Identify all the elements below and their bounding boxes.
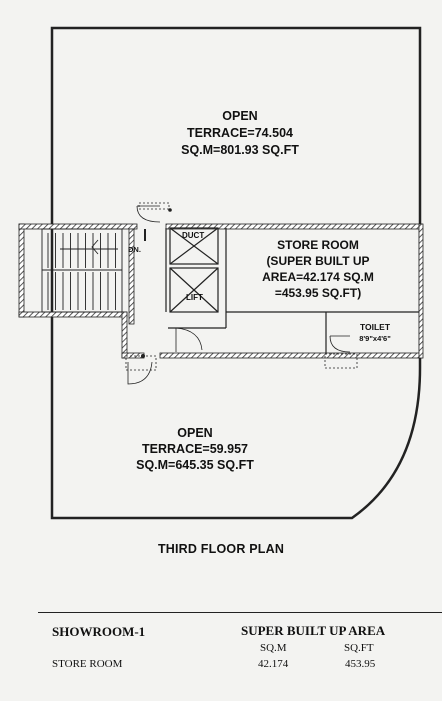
lobby-walls xyxy=(165,228,419,353)
lift-shaft xyxy=(169,267,219,313)
plan-title: THIRD FLOOR PLAN xyxy=(157,542,285,556)
floor-plan-drawing: DN. DUCT LIFT OPEN TERRACE=74.504 SQ.M= xyxy=(18,26,424,520)
toilet-label: TOILET 8'9"x4'6" xyxy=(359,322,391,343)
terrace-boundary xyxy=(50,26,422,520)
table-divider xyxy=(38,612,442,613)
table-row-sqft: 453.95 xyxy=(345,658,376,670)
store-room-label: STORE ROOM (SUPER BUILT UP AREA=42.174 S… xyxy=(262,238,374,300)
stair-dn-label: DN. xyxy=(128,245,141,254)
open-terrace-bottom-label: OPEN TERRACE=59.957 SQ.M=645.35 SQ.FT xyxy=(136,426,254,472)
table-row-sqm: 42.174 xyxy=(258,658,289,670)
super-built-up-area-heading: SUPER BUILT UP AREA xyxy=(241,623,386,638)
svg-text:SQ.M=801.93 SQ.FT: SQ.M=801.93 SQ.FT xyxy=(181,143,299,157)
door-swings xyxy=(125,202,358,385)
showroom-heading: SHOWROOM-1 xyxy=(52,624,146,639)
svg-text:OPEN: OPEN xyxy=(222,109,257,123)
svg-text:8'9"x4'6": 8'9"x4'6" xyxy=(359,334,391,343)
svg-text:SQ.M=645.35 SQ.FT: SQ.M=645.35 SQ.FT xyxy=(136,458,254,472)
core-walls xyxy=(18,223,424,359)
column-header-sqm: SQ.M xyxy=(260,642,287,654)
svg-text:OPEN: OPEN xyxy=(177,426,212,440)
svg-text:TERRACE=59.957: TERRACE=59.957 xyxy=(142,442,248,456)
lift-label: LIFT xyxy=(186,293,203,302)
svg-text:(SUPER BUILT UP: (SUPER BUILT UP xyxy=(266,254,369,268)
table-row-name: STORE ROOM xyxy=(52,658,123,670)
svg-text:STORE ROOM: STORE ROOM xyxy=(277,238,359,252)
column-header-sqft: SQ.FT xyxy=(344,642,374,654)
svg-text:TOILET: TOILET xyxy=(360,322,391,332)
staircase xyxy=(41,228,123,313)
open-terrace-top-label: OPEN TERRACE=74.504 SQ.M=801.93 SQ.FT xyxy=(181,109,299,157)
duct-label: DUCT xyxy=(182,231,204,240)
duct-shaft xyxy=(169,227,219,265)
svg-text:TERRACE=74.504: TERRACE=74.504 xyxy=(187,126,293,140)
svg-text:AREA=42.174 SQ.M: AREA=42.174 SQ.M xyxy=(262,270,374,284)
svg-text:=453.95 SQ.FT): =453.95 SQ.FT) xyxy=(275,286,361,300)
